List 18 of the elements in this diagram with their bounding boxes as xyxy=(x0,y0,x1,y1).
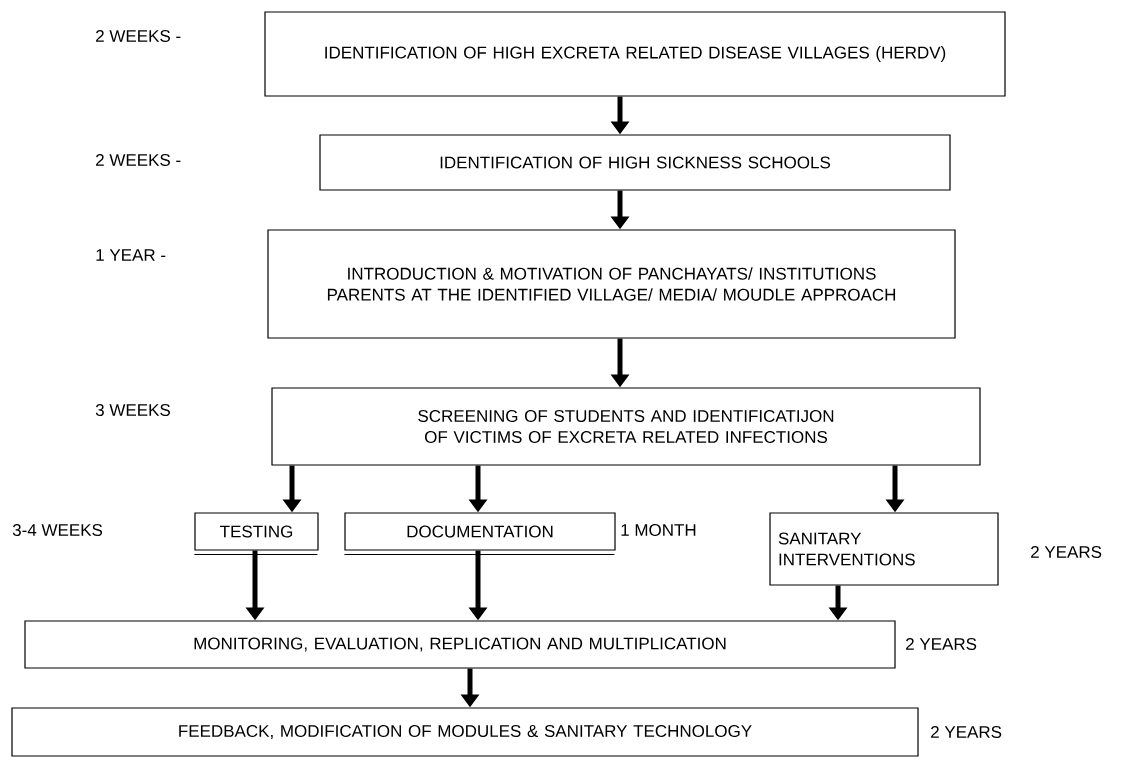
process-box: IDENTIFICATION OF HIGH SICKNESS SCHOOLS xyxy=(319,134,951,191)
duration-label: 1 MONTH xyxy=(621,524,696,536)
process-box: DOCUMENTATION xyxy=(344,512,616,551)
duration-label: 2 YEARS xyxy=(931,726,1002,738)
duration-label: 2 WEEKS - xyxy=(96,29,181,42)
duration-label: 1 YEAR - xyxy=(96,249,166,261)
process-box: TESTING xyxy=(194,512,319,551)
process-box: MONITORING, EVALUATION, REPLICATION AND MULTIPLICATION xyxy=(24,620,896,669)
process-box: SANITARY INTERVENTIONS xyxy=(769,512,999,586)
duration-label: 2 WEEKS - xyxy=(96,153,181,166)
process-box: FEEDBACK, MODIFICATION OF MODULES & SANITARY TECHNOLOGY xyxy=(11,707,919,757)
duration-label: 3 WEEKS xyxy=(95,404,170,416)
process-box: INTRODUCTION & MOTIVATION OF PANCHAYATS/ INSTITUTIONS PARENTS AT THE IDENTIFIED VILLAGE/ MEDIA/ MOUDLE APPROACH xyxy=(267,229,956,339)
duration-label: 2 YEARS xyxy=(906,638,977,650)
process-box: IDENTIFICATION OF HIGH EXCRETA RELATED DISEASE VILLAGES (HERDV) xyxy=(264,11,1006,97)
process-box: SCREENING OF STUDENTS AND IDENTIFICATIJON OF VICTIMS OF EXCRETA RELATED INFECTIONS xyxy=(271,387,981,466)
duration-label: 2 YEARS xyxy=(1031,546,1102,558)
duration-label: 3-4 WEEKS xyxy=(12,524,103,536)
